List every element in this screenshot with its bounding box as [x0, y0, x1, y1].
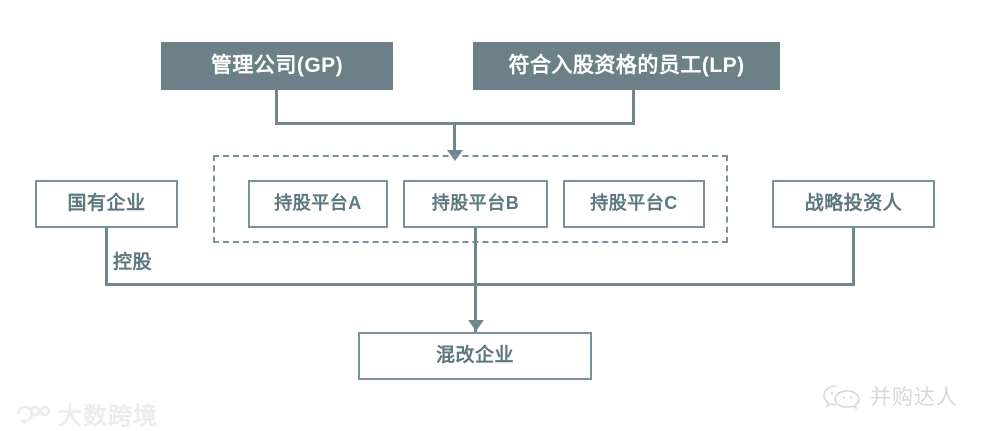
connector-strategic-investor-drop [852, 228, 855, 285]
connector-state-owned-drop [105, 228, 108, 285]
node-holding-platform-b: 持股平台B [403, 180, 548, 228]
node-mixed-ownership-enterprise: 混改企业 [358, 332, 592, 380]
node-state-owned-enterprise: 国有企业 [35, 180, 178, 228]
connector-merge-to-group [453, 122, 456, 155]
watermark-right-text: 并购达人 [870, 386, 958, 409]
node-eligible-employees-lp: 符合入股资格的员工(LP) [473, 42, 780, 90]
connector-platforms-to-mixed-enterprise [474, 228, 477, 332]
platform-group-container [213, 155, 728, 243]
node-holding-platform-a: 持股平台A [248, 180, 388, 228]
watermark-left-text: 大数跨境 [58, 403, 158, 430]
connector-bottom-merge-bar [105, 283, 855, 286]
brand-logo-icon [14, 403, 51, 425]
watermark-right: 并购达人 [822, 381, 958, 411]
connector-gp-drop [275, 90, 278, 124]
watermark-left: 大数跨境 [14, 396, 158, 431]
wechat-icon [822, 383, 862, 410]
node-management-company-gp: 管理公司(GP) [161, 42, 393, 90]
node-holding-platform-c: 持股平台C [563, 180, 705, 228]
arrowhead-into-mixed-enterprise [468, 320, 484, 331]
connector-lp-drop [632, 90, 635, 124]
edge-label-controlling-stake: 控股 [113, 252, 153, 273]
node-strategic-investor: 战略投资人 [772, 180, 935, 228]
